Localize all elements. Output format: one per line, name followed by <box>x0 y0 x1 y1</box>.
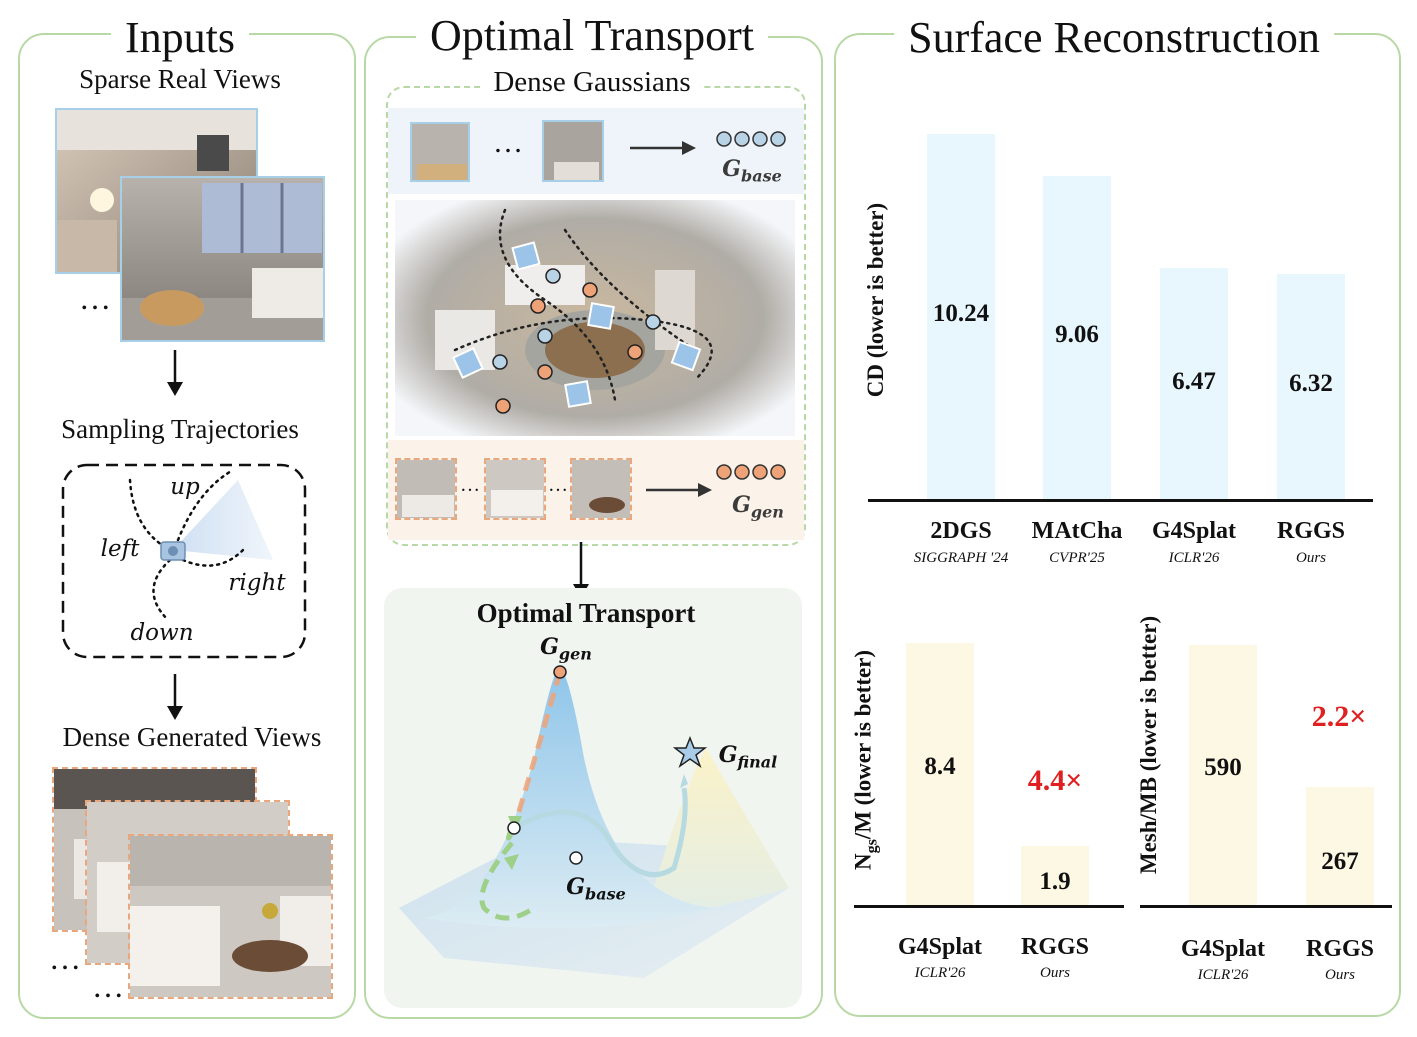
cd-venue-label: Ours <box>1295 550 1327 566</box>
ngs-category-label: G4Splat <box>897 934 983 960</box>
gen-thumb-3 <box>570 458 632 520</box>
dir-left-label: left <box>100 536 140 562</box>
ot-title: Optimal Transport <box>416 12 768 60</box>
mesh-speedup: 2.2× <box>1311 700 1367 733</box>
ngs-venue-label: Ours <box>1039 965 1071 981</box>
mesh-value-label: 267 <box>1321 847 1359 875</box>
cd-value-label: 6.47 <box>1172 367 1216 395</box>
cd-value-label: 10.24 <box>932 300 990 328</box>
dense-gaussians-label: Dense Gaussians <box>483 66 701 99</box>
dir-down-label: down <box>130 620 194 646</box>
cd-value-label: 9.06 <box>1055 321 1099 349</box>
generated-ellipsis-2: … <box>92 968 124 1004</box>
gen-thumb-2 <box>484 458 546 520</box>
mesh-bar-rggs <box>1306 787 1374 905</box>
cd-bar-rggs <box>1277 273 1345 499</box>
cd-venue-label: CVPR'25 <box>1049 550 1105 566</box>
cd-bar-matcha <box>1043 175 1111 499</box>
ngs-bar-rggs <box>1021 845 1089 905</box>
ngs-speedup: 4.4× <box>1027 764 1083 797</box>
cd-bar-g4splat <box>1160 268 1228 499</box>
star-icon <box>672 735 708 768</box>
dir-right-label: right <box>228 570 286 596</box>
ot-landscape-plot <box>399 665 789 978</box>
dense-generated-views-label: Dense Generated Views <box>62 722 322 752</box>
cd-venue-label: SIGGRAPH '24 <box>913 550 1009 566</box>
cd-axis-line <box>868 499 1373 502</box>
base-gaussians-icon <box>716 131 786 147</box>
gen-ellipsis-1: … <box>460 474 480 496</box>
mesh-value-label: 590 <box>1204 753 1242 781</box>
inputs-title: Inputs <box>111 14 249 62</box>
g-base-symbol: Gbase <box>722 156 782 186</box>
gen-ellipsis-2: … <box>548 474 568 496</box>
mesh-venue-label: ICLR'26 <box>1197 967 1249 983</box>
ot-landscape-title: Optimal Transport <box>476 598 696 628</box>
cd-ylabel: CD (lower is better) <box>863 202 888 398</box>
cd-category-label: RGGS <box>1276 518 1346 544</box>
cd-category-label: MAtCha <box>1031 518 1123 544</box>
landscape-g-gen: Ggen <box>540 634 592 664</box>
sr-title: Surface Reconstruction <box>894 14 1334 62</box>
g-gen-symbol: Ggen <box>732 492 784 522</box>
gen-thumb-1 <box>395 458 457 520</box>
base-arrow <box>630 141 696 155</box>
base-thumb-1 <box>410 122 470 182</box>
ngs-bar-g4splat <box>906 642 974 905</box>
ngs-category-label: RGGS <box>1020 934 1090 960</box>
mesh-axis-line <box>1140 905 1392 908</box>
generated-view-3 <box>128 834 333 999</box>
cd-category-label: 2DGS <box>930 518 992 544</box>
generated-ellipsis-1: … <box>49 940 81 976</box>
sparse-ellipsis: … <box>79 280 111 316</box>
gen-gaussians-icon <box>716 464 786 480</box>
arrow-down-2 <box>167 674 183 720</box>
cd-bar-2dgs <box>927 133 995 499</box>
mesh-category-label: G4Splat <box>1180 936 1266 962</box>
sampling-trajectories-label: Sampling Trajectories <box>61 414 299 444</box>
ngs-value-label: 8.4 <box>924 752 956 780</box>
gen-arrow <box>646 483 712 497</box>
mesh-category-label: RGGS <box>1305 936 1375 962</box>
ngs-ylabel: Ngs/M (lower is better) <box>850 649 881 871</box>
landscape-g-final: Gfinal <box>718 742 778 772</box>
scene-render <box>395 200 795 436</box>
dir-up-label: up <box>170 474 200 500</box>
ngs-axis-line <box>854 905 1124 908</box>
base-ellipsis: … <box>493 126 523 159</box>
sparse-real-views-label: Sparse Real Views <box>79 64 281 94</box>
landscape-g-base: Gbase <box>566 874 626 904</box>
arrow-down-1 <box>167 350 183 396</box>
cd-value-label: 6.32 <box>1289 370 1333 398</box>
mesh-ylabel: Mesh/MB (lower is better) <box>1136 615 1161 875</box>
trajectory-diagram <box>61 463 307 659</box>
base-thumb-2 <box>542 120 604 182</box>
ngs-value-label: 1.9 <box>1039 868 1071 896</box>
sparse-view-2 <box>120 176 325 342</box>
mesh-bar-g4splat <box>1189 644 1257 905</box>
cd-venue-label: ICLR'26 <box>1168 550 1220 566</box>
mesh-venue-label: Ours <box>1324 967 1356 983</box>
cd-category-label: G4Splat <box>1151 518 1237 544</box>
ngs-venue-label: ICLR'26 <box>914 965 966 981</box>
